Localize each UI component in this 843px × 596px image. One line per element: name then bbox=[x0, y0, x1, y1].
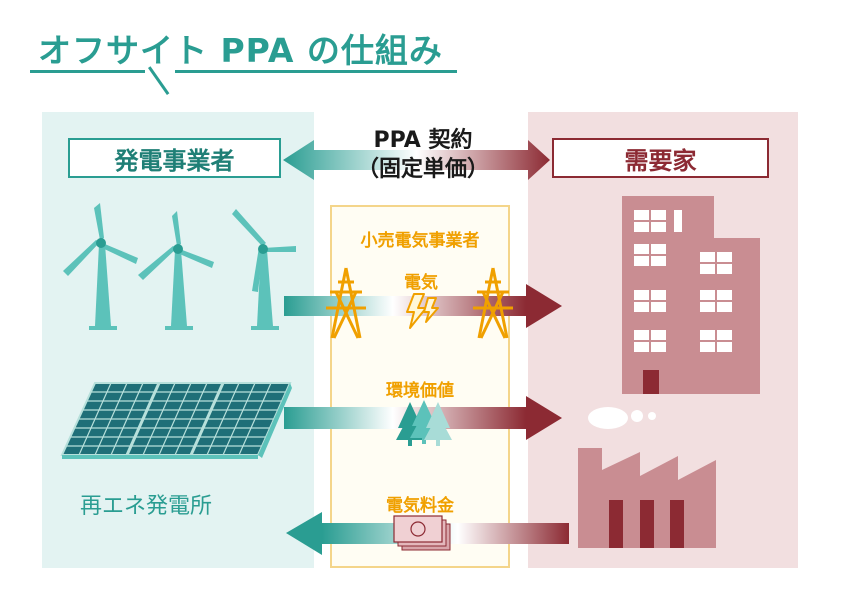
electricity-label: 電気 bbox=[404, 273, 438, 293]
transmission-tower-icon bbox=[473, 267, 513, 339]
renewable-plant-caption: 再エネ発電所 bbox=[80, 494, 213, 519]
smoke-icon bbox=[588, 407, 656, 429]
banknote-icon bbox=[393, 515, 451, 551]
contract-arrow bbox=[283, 140, 550, 180]
environmental-value-label: 環境価値 bbox=[386, 381, 454, 401]
retailer-label: 小売電気事業者 bbox=[360, 231, 480, 251]
electricity-fee-label: 電気料金 bbox=[386, 496, 454, 516]
wind-turbine-icon bbox=[232, 209, 296, 330]
consumer-label: 需要家 bbox=[552, 138, 769, 178]
retailer-panel bbox=[330, 205, 510, 568]
office-building-icon bbox=[622, 196, 760, 394]
title-underline bbox=[30, 70, 145, 73]
contract-line1: PPA 契約 bbox=[373, 128, 473, 153]
contract-line2: （固定単価） bbox=[356, 157, 489, 182]
wind-turbine-icon bbox=[63, 203, 138, 330]
generator-panel bbox=[42, 112, 314, 568]
solar-panel-icon bbox=[60, 382, 292, 459]
factory-icon bbox=[578, 448, 716, 548]
lightning-icon bbox=[406, 293, 439, 329]
transmission-tower-icon bbox=[326, 267, 366, 339]
generator-label: 発電事業者 bbox=[68, 138, 281, 178]
wind-turbine-icon bbox=[138, 211, 214, 330]
tree-icon bbox=[396, 400, 452, 446]
page-title: オフサイト PPA の仕組み bbox=[38, 31, 443, 70]
contract-label: PPA 契約 （固定単価） bbox=[330, 126, 516, 184]
title-underline bbox=[175, 70, 457, 73]
